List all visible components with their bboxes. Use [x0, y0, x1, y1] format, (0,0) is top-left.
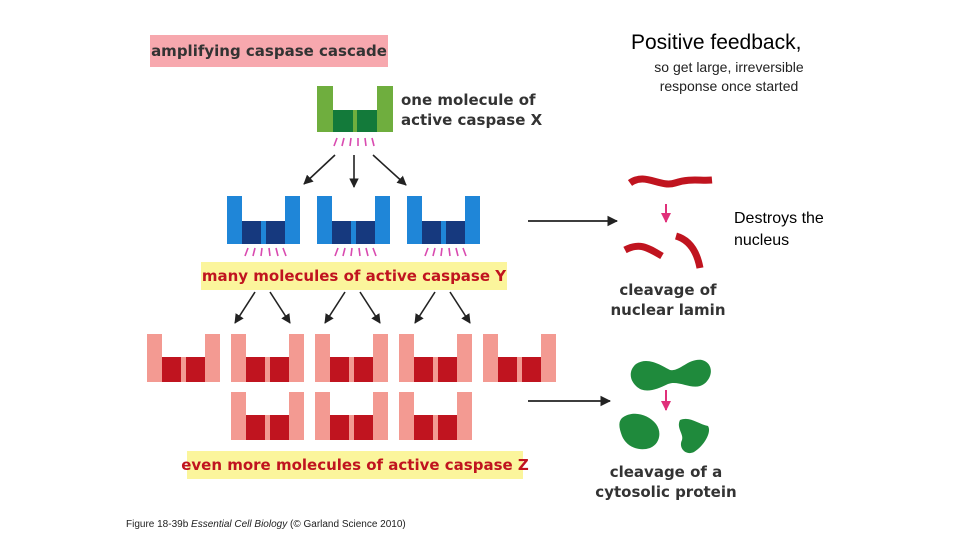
- nuclear-lamin: [623, 175, 713, 269]
- caspase-y-molecule: [227, 196, 300, 244]
- lamin-intact: [627, 175, 713, 188]
- destroys-line1: Destroys the: [734, 210, 824, 227]
- lamin-cleavage-label: cleavage of nuclear lamin: [606, 280, 730, 320]
- lamin-label-line1: cleavage of: [619, 281, 717, 299]
- caption-suffix: (© Garland Science 2010): [287, 519, 406, 530]
- note-body-line2: response once started: [659, 78, 799, 94]
- caspase-z-molecule: [483, 334, 556, 382]
- caspase-x-activity-rays: [333, 137, 375, 147]
- caspase-z-molecule: [315, 392, 388, 440]
- lamin-fragment-right: [674, 232, 704, 269]
- note-body-line1: so get large, irreversible: [654, 59, 804, 75]
- caspase-z-molecule: [231, 334, 304, 382]
- caspase-x-label: one molecule of active caspase X: [401, 90, 542, 130]
- arrow-y-to-z-3: [324, 291, 346, 324]
- note-body: so get large, irreversible response once…: [640, 58, 818, 96]
- caspase-z-molecule: [399, 392, 472, 440]
- caspase-y-molecule: [317, 196, 390, 244]
- cytosolic-protein: [619, 359, 711, 454]
- caspase-z-molecule: [147, 334, 220, 382]
- caspase-x-molecule: [317, 86, 393, 132]
- caption-book-title: Essential Cell Biology: [191, 519, 288, 530]
- stage-x-banner: amplifying caspase cascade: [150, 35, 388, 67]
- arrow-y-to-z-6: [449, 291, 471, 324]
- arrow-x-to-y-left: [303, 154, 336, 185]
- caspase-y-molecule: [407, 196, 480, 244]
- destroys-line2: nucleus: [734, 232, 790, 249]
- x-to-y-arrows: [303, 154, 407, 188]
- protein-cleavage-label: cleavage of a cytosolic protein: [592, 462, 740, 502]
- arrow-y-to-z-1: [234, 291, 256, 324]
- lamin-label-line2: nuclear lamin: [610, 301, 726, 319]
- caspase-z-molecule: [399, 334, 472, 382]
- arrow-y-to-z-2: [269, 291, 291, 324]
- lamin-fragment-left: [623, 242, 664, 260]
- caption-prefix: Figure 18-39b: [126, 519, 192, 530]
- caspase-x-label-line2: active caspase X: [401, 111, 543, 129]
- protein-label-line1: cleavage of a: [609, 463, 723, 481]
- stage-z-banner: even more molecules of active caspase Z: [181, 451, 529, 479]
- caspase-z-molecule: [231, 392, 304, 440]
- arrow-y-to-z-4: [359, 291, 381, 324]
- stage-y-banner: many molecules of active caspase Y: [201, 262, 507, 290]
- figure-caption: Figure 18-39b Essential Cell Biology (© …: [126, 519, 406, 530]
- y-to-z-arrows: [234, 291, 471, 324]
- arrow-x-to-y-right: [372, 154, 407, 186]
- arrow-y-to-z-5: [414, 291, 436, 324]
- protein-label-line2: cytosolic protein: [595, 483, 737, 501]
- caspase-x-label-line1: one molecule of: [401, 91, 536, 109]
- note-title: Positive feedback,: [631, 31, 802, 54]
- protein-intact: [630, 359, 711, 391]
- caspase-z-molecule: [315, 334, 388, 382]
- protein-fragment-right: [678, 418, 710, 454]
- caspase-y-activity-rays: [244, 247, 467, 257]
- protein-fragment-left: [619, 413, 660, 450]
- destroys-nucleus-note: Destroys the nucleus: [734, 208, 824, 252]
